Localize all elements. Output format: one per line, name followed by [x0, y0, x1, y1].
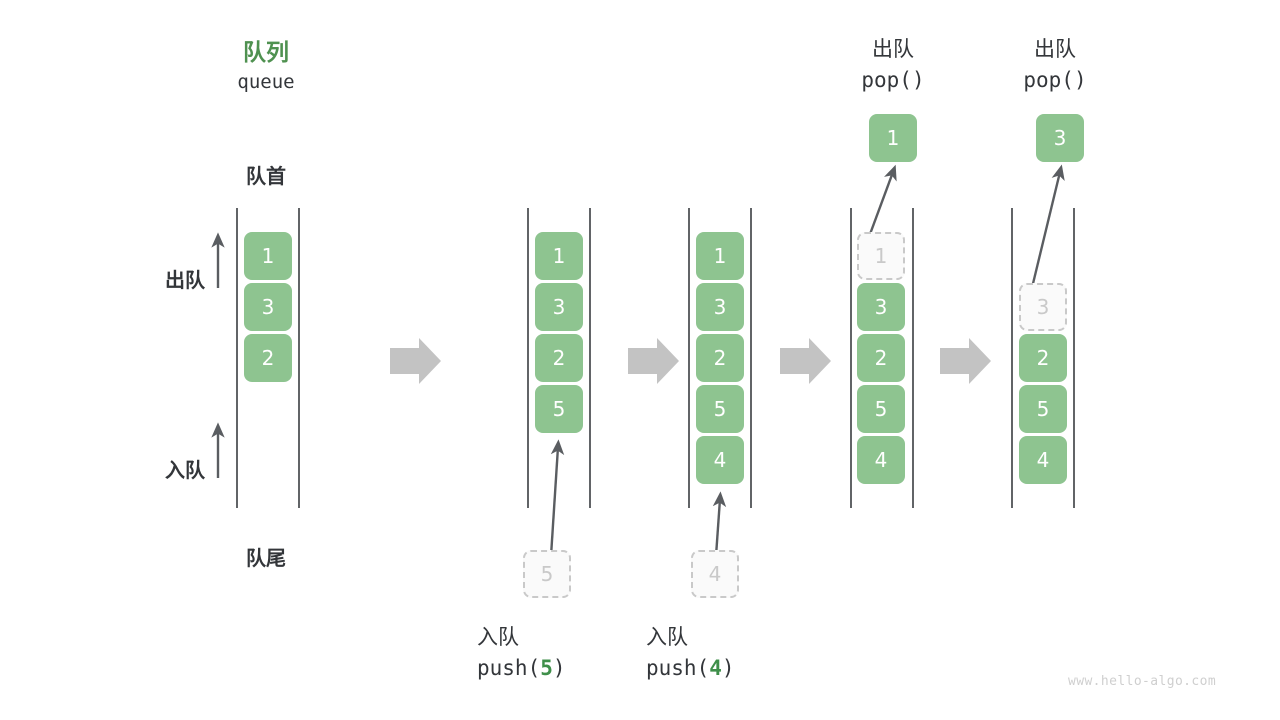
queue-cell[interactable]: 2: [857, 334, 905, 382]
queue-rear-label: 队尾: [246, 546, 286, 570]
push-arrow-col-3: [712, 491, 727, 557]
pop-arrow-col-5: [1028, 164, 1065, 297]
enqueue-direction-label: 入队: [165, 458, 205, 482]
operation-label-code: pop(): [1000, 68, 1110, 92]
queue-cell-removed[interactable]: 1: [857, 232, 905, 280]
op-code-value: 5: [540, 656, 553, 680]
queue-cell-removed[interactable]: 3: [1019, 283, 1067, 331]
queue-column-pop-3: 3 2 5 4: [1019, 283, 1067, 484]
rails-col-4: [850, 208, 914, 508]
incoming-element-ghost[interactable]: 5: [523, 550, 571, 598]
rails-col-1: [236, 208, 300, 508]
rails-col-3: [688, 208, 752, 508]
operation-label-code: push(4): [646, 656, 826, 680]
operation-label-code: push(5): [477, 656, 657, 680]
op-code-suffix: ): [911, 68, 925, 92]
queue-cell[interactable]: 2: [535, 334, 583, 382]
queue-column-push-4: 1 3 2 5 4: [696, 232, 744, 484]
queue-column-push-5: 1 3 2 5: [535, 232, 583, 433]
queue-column-pop-1: 1 3 2 5 4: [857, 232, 905, 484]
push-arrow-col-2: [549, 439, 565, 557]
operation-label-cn: 入队: [646, 625, 688, 649]
queue-front-label: 队首: [246, 164, 286, 188]
page-title: 队列: [243, 40, 289, 66]
operation-label-cn: 出队: [872, 37, 914, 61]
queue-cell-new[interactable]: 4: [696, 436, 744, 484]
queue-cell[interactable]: 1: [244, 232, 292, 280]
transition-arrow-2: [628, 338, 679, 384]
op-code-value: 4: [709, 656, 722, 680]
queue-cell[interactable]: 5: [696, 385, 744, 433]
page-subtitle: queue: [237, 71, 295, 93]
queue-cell[interactable]: 2: [1019, 334, 1067, 382]
operation-label-cn: 出队: [1034, 37, 1076, 61]
op-code-suffix: ): [721, 656, 735, 680]
queue-cell-new[interactable]: 5: [535, 385, 583, 433]
rails-col-5: [1011, 208, 1075, 508]
op-code-suffix: ): [552, 656, 566, 680]
dequeue-direction-label: 出队: [165, 268, 205, 292]
operation-label-cn: 入队: [477, 625, 519, 649]
queue-cell[interactable]: 3: [244, 283, 292, 331]
queue-cell[interactable]: 1: [535, 232, 583, 280]
transition-arrow-1: [390, 338, 441, 384]
rails-col-2: [527, 208, 591, 508]
queue-cell[interactable]: 5: [857, 385, 905, 433]
op-code-suffix: ): [1073, 68, 1087, 92]
queue-cell[interactable]: 3: [535, 283, 583, 331]
watermark: www.hello-algo.com: [1068, 674, 1217, 689]
queue-cell[interactable]: 2: [696, 334, 744, 382]
queue-cell[interactable]: 1: [696, 232, 744, 280]
op-code-prefix: push(: [646, 656, 710, 680]
transition-arrow-4: [940, 338, 991, 384]
queue-cell[interactable]: 3: [857, 283, 905, 331]
op-code-prefix: push(: [477, 656, 541, 680]
transition-arrow-3: [780, 338, 831, 384]
queue-cell[interactable]: 4: [857, 436, 905, 484]
operation-label-code: pop(): [838, 68, 948, 92]
queue-cell[interactable]: 4: [1019, 436, 1067, 484]
popped-element[interactable]: 1: [869, 114, 917, 162]
queue-cell[interactable]: 2: [244, 334, 292, 382]
queue-cell[interactable]: 3: [696, 283, 744, 331]
op-code-prefix: pop(: [1023, 68, 1074, 92]
queue-column-initial: 1 3 2: [244, 232, 292, 382]
queue-cell[interactable]: 5: [1019, 385, 1067, 433]
popped-element[interactable]: 3: [1036, 114, 1084, 162]
incoming-element-ghost[interactable]: 4: [691, 550, 739, 598]
op-code-prefix: pop(: [861, 68, 912, 92]
